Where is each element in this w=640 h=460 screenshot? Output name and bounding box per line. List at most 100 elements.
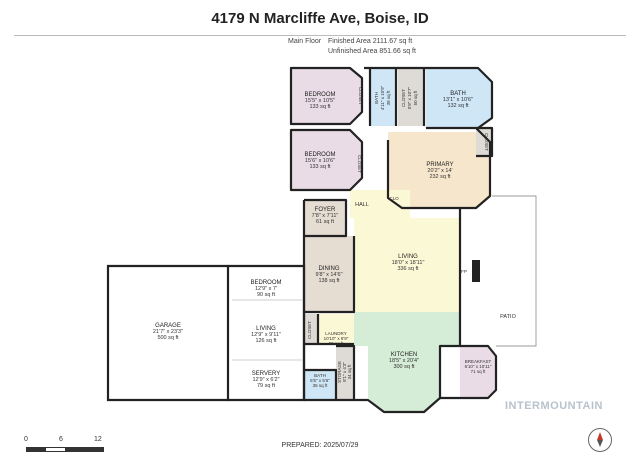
garage-area: 500 sq ft [157,335,179,341]
bath-lower-area: 35 sq ft [313,383,329,388]
primary-area: 232 sq ft [429,174,451,180]
fp-label: FP [461,269,467,274]
unfinished-area: Unfinished Area 851.66 sq ft [328,48,416,55]
bedroom-lower-area: 90 sq ft [257,292,276,298]
primary-fill [388,132,490,208]
bedroom1-walls [289,66,364,126]
scale-bar: 0 6 12 [22,436,112,458]
scale-label-6: 6 [59,436,63,443]
closet-label-bedroom1: CLOSET [358,87,363,105]
finished-area: Finished Area 2111.67 sq ft [328,38,413,45]
bath-top-walls [368,68,426,126]
scale-bar-graphic [26,447,104,452]
bedroom2-dims: 15'6" x 10'6" [305,158,335,164]
closet-right-fill [476,128,492,156]
servery-name: SERVERY [252,371,280,377]
watermark-logo: INTERMOUNTAIN [505,400,603,412]
closet-label-primary: CLOSET [484,133,489,151]
closet-label-lower: CLOSET [307,321,312,339]
foyer-fill [304,200,346,236]
page-title: 4179 N Marcliffe Ave, Boise, ID [211,10,429,27]
laundry-fill [318,314,354,344]
walls [289,66,498,414]
living-dims: 18'0" x 18'11" [392,260,425,266]
servery-area: 79 sq ft [257,383,276,389]
bedroom-lower-dims: 12'9" x 7' [255,286,277,292]
bath-lower-dims: 6'5" x 5'6" [310,378,330,383]
breakfast-area: 71 sq ft [471,369,487,374]
bedroom2-fill [291,130,362,190]
breakfast-walls [440,344,498,400]
bath-primary-dims: 13'1" x 10'6" [443,97,473,103]
bedroom-lower-name: BEDROOM [250,280,281,286]
storage-name: STORAGE [337,361,342,383]
patio-label: PATIO [500,314,516,320]
primary-dims: 20'2" x 14' [427,168,452,174]
foyer-name: FOYER [315,207,336,213]
lower-wing-walls [304,314,356,400]
foyer-walls [304,198,348,238]
breakfast-name: BREAKFAST [465,359,492,364]
living-lower-name: LIVING [256,326,276,332]
kitchen-fill [354,312,460,412]
bedroom1-area: 133 sq ft [309,104,331,110]
scale-label-12: 12 [94,436,102,443]
bath-primary-fill [426,68,492,128]
unfinished-inner [232,299,302,361]
bath-lower-name: BATH [314,373,326,378]
north-arrow-icon [588,428,612,452]
living-fill [354,218,460,312]
bath-top-fill [370,68,396,126]
fireplace [472,260,480,282]
foyer-area: 61 sq ft [316,219,335,225]
bath-lower-fill [304,370,336,400]
laundry-dims: 10'10" x 8'9" [324,336,349,341]
bedroom1-dims: 15'5" x 10'5" [305,98,335,104]
bath-top-dims: 4'11" x 10'9" [380,85,385,110]
bedroom2-name: BEDROOM [304,152,335,158]
title-divider [14,35,626,36]
foyer-dims: 7'8" x 7'11" [312,213,339,219]
garage-name: GARAGE [155,323,181,329]
dining-dims: 9'8" x 14'6" [315,272,342,278]
laundry-area: 59 sq ft [329,341,345,346]
bath-primary-area: 132 sq ft [447,103,469,109]
bath-primary-name: BATH [450,91,466,97]
closet-top-name: CLOSET [401,89,406,107]
hall-fill [350,190,410,218]
kitchen-area: 300 sq ft [393,364,415,370]
closet-top-dims: 5'8" x 10'7" [407,87,412,110]
breakfast-dims: 6'10" x 10'11" [465,364,492,369]
bedroom1-name: BEDROOM [304,92,335,98]
primary-name: PRIMARY [426,162,453,168]
kitchen-walls [354,344,460,414]
bath-top-area: 38 sq ft [386,90,391,106]
primary-walls [386,126,492,210]
dining-walls [304,236,356,314]
kitchen-dims: 18'5" x 20'4" [389,358,419,364]
storage-fill [336,346,354,400]
bedroom2-area: 133 sq ft [309,164,331,170]
scale-label-0: 0 [24,436,28,443]
room-labels: BEDROOM 15'5" x 10'5" 133 sq ft BEDROOM … [153,85,517,389]
garage-dims: 21'7" x 23'3" [153,329,183,335]
kitchen-name: KITCHEN [391,352,417,358]
top-wing-walls [364,66,494,129]
living-area: 336 sq ft [397,266,419,272]
bath-top-name: BATH [374,92,379,104]
laundry-name: LAUNDRY [325,331,346,336]
living-name: LIVING [398,254,418,260]
prepared-date: PREPARED: 2025/07/29 [281,442,359,449]
room-fills [291,68,496,412]
hall-label: HALL [355,202,369,208]
dining-fill [304,236,354,312]
dining-name: DINING [319,266,340,272]
dining-area: 138 sq ft [318,278,340,284]
closet-right-walls [476,126,494,158]
storage-area: 34 sq ft [347,364,352,380]
bedroom1-fill [291,68,362,124]
closet-lower-fill [304,314,318,344]
storage-dims: 8'1" x 4'3" [342,362,347,382]
floor-name: Main Floor [288,38,322,45]
